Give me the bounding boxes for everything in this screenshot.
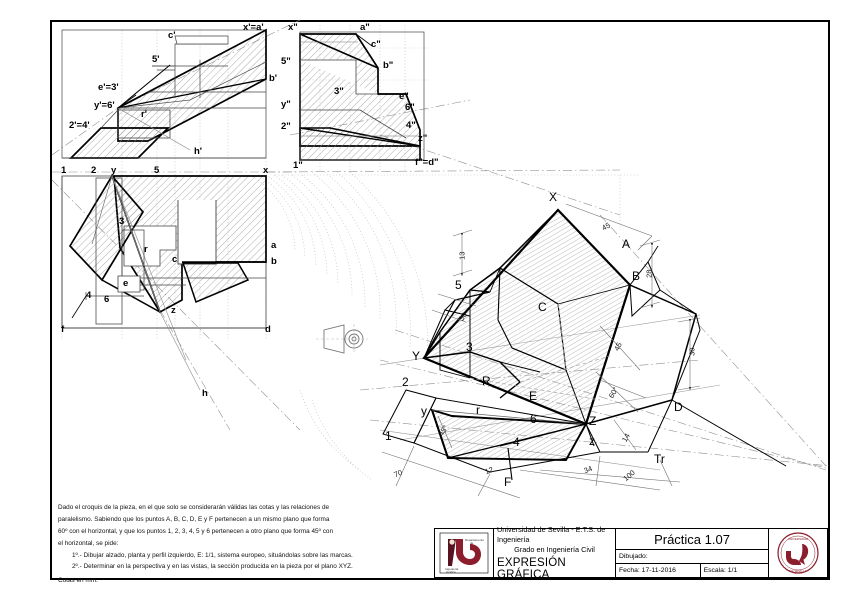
university-line-2: Grado en Ingeniería Civil <box>514 545 595 555</box>
subject-name: EXPRESIÓN GRÁFICA <box>497 557 566 582</box>
label-c-dprime: c" <box>371 39 381 50</box>
statement-item-2: 2º.- Determinar en la perspectiva y en l… <box>72 563 353 571</box>
label-iso-A: A <box>622 237 631 251</box>
svg-text:Departamento: Departamento <box>465 538 484 542</box>
label-iso-5: 5 <box>455 278 462 292</box>
label-a-dprime: a" <box>360 22 370 33</box>
label-plan-e: e <box>123 278 129 289</box>
label-z-dprime: z" <box>418 133 428 144</box>
label-iso-B: B <box>632 269 641 283</box>
ig-logo-icon: Departamento de Ingeniería Gráfica <box>439 532 489 574</box>
label-e-dprime: e" <box>399 91 409 102</box>
label-iso-y: y <box>421 404 427 418</box>
label-x-a-prime: x'=a' <box>243 22 264 33</box>
label-5-dprime: 5" <box>281 56 291 67</box>
label-b-prime: b' <box>269 73 278 84</box>
label-plan-h: h <box>202 388 208 399</box>
label-1-dprime: 1" <box>293 160 303 171</box>
label-iso-r: r <box>476 403 480 417</box>
label-plan-5: 5 <box>154 165 160 176</box>
label-plan-4: 4 <box>86 290 92 301</box>
label-5-prime: 5' <box>152 54 160 65</box>
university-line-1: Universidad de Sevilla - E.T.S. de Ingen… <box>497 524 606 544</box>
label-plan-a: a <box>271 240 277 251</box>
label-4-dprime: 4" <box>406 120 416 131</box>
dim-13: 13 <box>457 251 467 260</box>
label-iso-F: F <box>504 475 512 489</box>
drawn-by-field[interactable]: Dibujado: <box>616 550 768 565</box>
label-plan-d: d <box>265 324 271 335</box>
statement-item-1: 1º.- Dibujar alzado, planta y perfil izq… <box>72 551 353 559</box>
label-plan-2: 2 <box>91 165 97 176</box>
label-y-6-prime: y'=6' <box>94 100 115 111</box>
svg-text:Ingeniería: Ingeniería <box>445 567 459 571</box>
label-2-dprime: 2" <box>281 121 291 132</box>
statement-units: Cotas en mm. <box>58 576 98 584</box>
label-iso-C: C <box>538 300 547 314</box>
label-plan-3: 3 <box>119 216 125 227</box>
label-plan-z: z <box>171 305 176 316</box>
dim-30-right: 30 <box>687 347 697 356</box>
practice-info: Práctica 1.07 Dibujado: Fecha: 17-11-201… <box>616 529 769 577</box>
label-b-dprime: b" <box>383 60 394 71</box>
label-x-dprime: x" <box>288 22 298 33</box>
label-iso-2: 2 <box>402 375 409 389</box>
label-3-dprime: 3" <box>334 86 344 97</box>
label-iso-X: X <box>549 190 558 204</box>
statement-line-1: Dado el croquis de la pieza, en el que s… <box>58 504 330 511</box>
sheet-border <box>50 20 830 580</box>
label-iso-Z: Z <box>589 414 597 428</box>
scale-field: Escala: 1/1 <box>703 567 738 575</box>
label-iso-3: 3 <box>466 340 473 354</box>
university-info: Universidad de Sevilla - E.T.S. de Ingen… <box>494 525 616 581</box>
label-e-3-prime: e'=3' <box>98 82 119 93</box>
svg-text:UNIVERSIDAD: UNIVERSIDAD <box>788 537 809 541</box>
label-plan-b: b <box>271 256 277 267</box>
us-seal-icon: UNIVERSIDAD DE SEVILLA <box>777 532 819 574</box>
problem-statement: Dado el croquis de la pieza, en el que s… <box>58 503 426 588</box>
label-6-dprime: 6" <box>405 102 415 113</box>
svg-text:de: de <box>470 541 474 545</box>
label-iso-z-low: z <box>589 434 595 448</box>
dim-28: 28 <box>644 269 654 278</box>
svg-text:Gráfica: Gráfica <box>446 570 456 574</box>
statement-line-4: el horizontal, se pide: <box>58 539 119 547</box>
label-iso-4: 4 <box>513 435 520 449</box>
statement-line-2: paralelismo. Sabiendo que los puntos A, … <box>58 515 330 523</box>
label-plan-r: r <box>144 244 148 255</box>
label-iso-1: 1 <box>385 429 392 443</box>
label-iso-R: R <box>482 374 491 388</box>
title-block: Departamento de Ingeniería Gráfica Unive… <box>434 525 828 581</box>
label-iso-Tr: Tr <box>654 452 665 466</box>
label-iso-D: D <box>674 400 683 414</box>
label-plan-y: y <box>111 165 117 176</box>
label-r-prime: r' <box>141 109 147 120</box>
label-c-prime: c' <box>168 30 176 41</box>
label-y-dprime: y" <box>281 99 291 110</box>
label-plan-6: 6 <box>104 294 110 305</box>
statement-line-3: 60º con el horizontal, y que los puntos … <box>58 527 334 535</box>
label-f-d-dprime: f"=d" <box>415 157 439 168</box>
practice-title: Práctica 1.07 <box>616 529 768 551</box>
date-field: Fecha: 17-11-2016 <box>616 564 701 577</box>
label-2-4-prime: 2'=4' <box>69 120 90 131</box>
label-plan-c: c <box>172 254 178 265</box>
university-seal: UNIVERSIDAD DE SEVILLA <box>769 529 827 577</box>
svg-text:DE SEVILLA: DE SEVILLA <box>789 569 806 573</box>
label-h-prime: h' <box>194 146 203 157</box>
label-iso-E: E <box>529 389 538 403</box>
label-iso-Y: Y <box>412 349 421 363</box>
label-iso-6: 6 <box>530 412 537 426</box>
label-plan-1: 1 <box>61 165 67 176</box>
department-logo: Departamento de Ingeniería Gráfica <box>435 529 494 577</box>
label-plan-f: f <box>61 324 65 335</box>
label-plan-x: x <box>263 165 269 176</box>
